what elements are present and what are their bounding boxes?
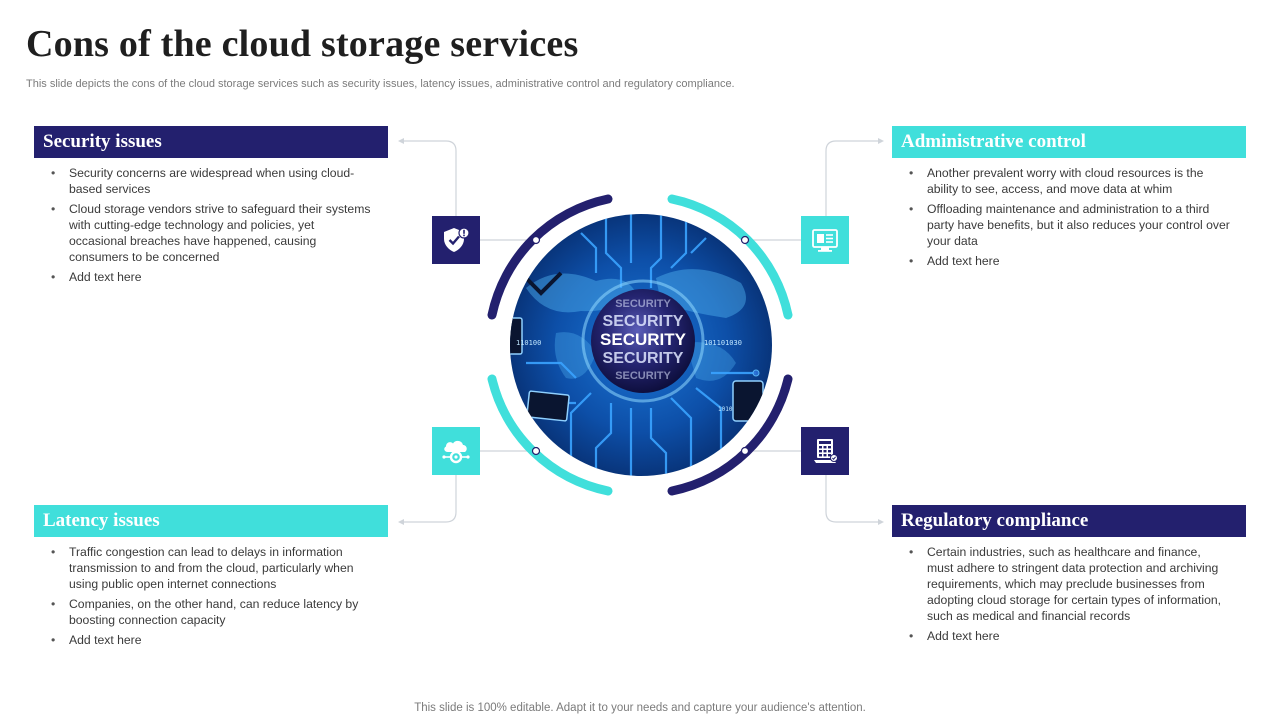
bullet-item: Another prevalent worry with cloud resou…: [909, 165, 1246, 197]
bullet-item: Traffic congestion can lead to delays in…: [51, 544, 388, 592]
section-title: Latency issues: [34, 505, 388, 537]
bullet-item: Add text here: [909, 253, 1246, 269]
bullet-list: Security concerns are widespread when us…: [34, 165, 388, 285]
bullet-item: Add text here: [51, 632, 388, 648]
footer-note: This slide is 100% editable. Adapt it to…: [414, 702, 866, 714]
globe-text: SECURITY: [615, 370, 671, 382]
binary-label: 1010: [718, 406, 733, 413]
latency-icon-box: [432, 427, 480, 475]
bullet-item: Offloading maintenance and administratio…: [909, 201, 1246, 249]
page-title: Cons of the cloud storage services: [26, 23, 579, 65]
security-globe-graphic: 110100 101101030 1010 SECURITY SECURITY …: [487, 194, 793, 496]
bullet-item: Add text here: [909, 628, 1246, 644]
bullet-item: Add text here: [51, 269, 388, 285]
section-title: Regulatory compliance: [892, 505, 1246, 537]
section-title: Security issues: [34, 126, 388, 158]
page-subtitle: This slide depicts the cons of the cloud…: [26, 78, 735, 90]
section-title: Administrative control: [892, 126, 1246, 158]
latency-issues-section: Latency issues Traffic congestion can le…: [34, 505, 388, 652]
administrative-control-section: Administrative control Another prevalent…: [892, 126, 1246, 273]
bullet-list: Another prevalent worry with cloud resou…: [892, 165, 1246, 269]
bullet-item: Security concerns are widespread when us…: [51, 165, 388, 197]
binary-label: 101101030: [704, 339, 742, 347]
bullet-item: Companies, on the other hand, can reduce…: [51, 596, 388, 628]
shield-alert-icon: [444, 227, 470, 252]
admin-icon-box: [801, 216, 849, 264]
regulatory-compliance-section: Regulatory compliance Certain industries…: [892, 505, 1246, 648]
bullet-item: Certain industries, such as healthcare a…: [909, 544, 1246, 624]
globe-text: SECURITY: [603, 350, 684, 367]
bullet-item: Cloud storage vendors strive to safeguar…: [51, 201, 388, 265]
cloud-gear-icon: [442, 440, 470, 464]
bullet-list: Certain industries, such as healthcare a…: [892, 544, 1246, 644]
calculator-document-icon: [814, 439, 838, 463]
globe-text: SECURITY: [615, 298, 671, 310]
regulatory-icon-box: [801, 427, 849, 475]
bullet-list: Traffic congestion can lead to delays in…: [34, 544, 388, 648]
security-issues-section: Security issues Security concerns are wi…: [34, 126, 388, 289]
globe-text: SECURITY: [600, 330, 687, 349]
globe-text: SECURITY: [603, 313, 684, 330]
security-icon-box: [432, 216, 480, 264]
binary-label: 110100: [516, 339, 541, 347]
monitor-document-icon: [812, 229, 838, 252]
